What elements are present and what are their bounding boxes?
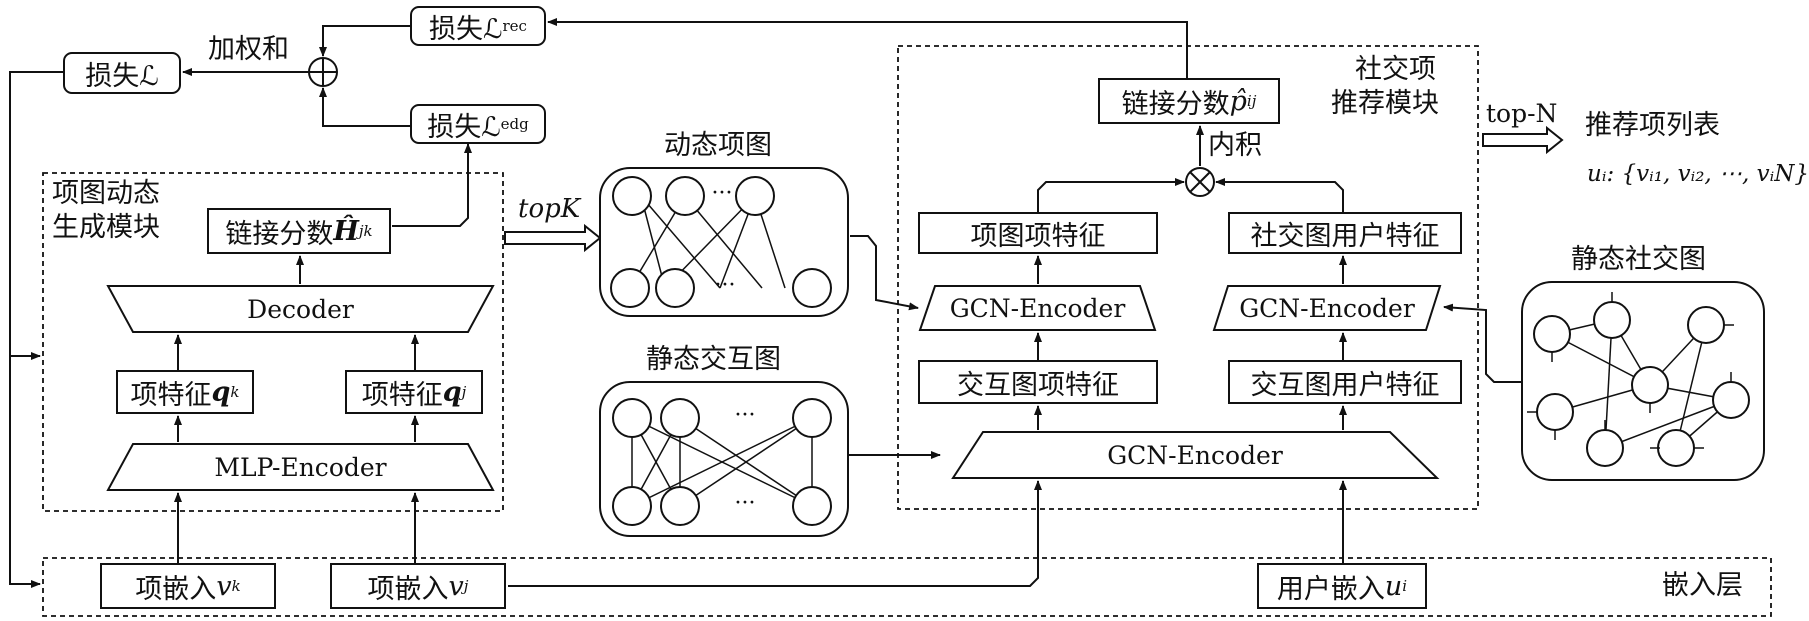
item-embedding-vk-label: 项嵌入 [135,573,217,605]
svg-text:···: ··· [735,403,756,428]
item-embedding-vj-symbol: v [448,570,464,602]
item-feature-qk-sub: k [230,383,240,401]
gcn-encoder-left-shape [918,285,1157,331]
loss-edg-sub: edg [500,115,529,133]
interaction-user-feature-box: 交互图用户特征 [1228,360,1462,404]
arrow-lrec-to-sum [319,25,410,57]
loss-rec-sub: rec [502,17,527,35]
topn-double-arrow [1482,125,1564,155]
item-feature-qj-symbol: q [442,376,462,408]
static-interaction-graph-title: 静态交互图 [646,344,781,375]
embedding-layer-label: 嵌入层 [1662,570,1743,601]
item-graph-module-region [42,172,504,512]
item-graph-item-feature-box: 项图项特征 [918,212,1158,254]
decoder-label: Decoder [247,294,354,324]
mlp-encoder-shape [106,443,495,491]
dynamic-item-graph [599,167,849,317]
gcn-encoder-right-shape [1212,285,1442,331]
link-score-hjk-label: 链接分数 [225,218,334,250]
static-social-graph-title: 静态社交图 [1571,244,1706,275]
item-graph-module-title-line2: 生成模块 [52,212,160,243]
link-score-pij-label: 链接分数 [1121,88,1230,120]
interaction-user-feature-label: 交互图用户特征 [1250,369,1440,401]
recommend-list-formula: uᵢ: {vᵢ₁, vᵢ₂, ⋯, vᵢN} [1587,161,1809,187]
arrow-pij-to-lrec [547,18,1188,78]
recommend-list-title: 推荐项列表 [1585,110,1720,141]
static-social-graph [1521,281,1765,481]
item-embedding-vk-sub: k [231,577,241,595]
decoder-shape [106,285,495,333]
item-graph-module-title-line1: 项图动态 [52,178,160,209]
topk-double-arrow [504,223,602,253]
inner-product-label: 内积 [1208,130,1262,161]
inner-product-operator-icon [1185,167,1215,197]
link-score-hjk-symbol: Ĥ [333,215,359,247]
link-score-hjk-sub: jk [358,222,373,240]
item-embedding-vj-sub: j [463,577,469,595]
user-embedding-ui-symbol: u [1384,570,1403,602]
interaction-item-feature-box: 交互图项特征 [918,360,1158,404]
item-embedding-vj-label: 项嵌入 [367,573,449,605]
svg-text:···: ··· [715,273,736,298]
svg-text:···: ··· [712,181,733,206]
embedding-layer-region [42,557,1772,617]
sum-operator-icon [308,57,338,87]
loss-rec-label: 损失ℒ [429,13,503,45]
arrow-hjk-to-ledg [392,143,472,227]
arrow-ledg-to-sum [319,87,410,127]
topn-label: top-N [1486,98,1557,130]
user-embedding-ui-label: 用户嵌入 [1276,573,1385,605]
gcn-encoder-left-label: GCN-Encoder [949,293,1126,323]
weighted-sum-label: 加权和 [208,34,289,65]
item-feature-qk-label: 项特征 [130,379,212,411]
item-graph-item-feature-label: 项图项特征 [970,220,1106,252]
item-feature-qj-label: 项特征 [361,379,443,411]
item-feature-qj-sub: j [461,383,467,401]
item-embedding-vk-symbol: v [216,570,232,602]
item-feature-qk-symbol: q [211,376,231,408]
social-graph-user-feature-box: 社交图用户特征 [1228,212,1462,254]
topk-label: topK [518,194,581,224]
link-score-pij-symbol: p̂ [1229,85,1247,117]
gcn-encoder-right-label: GCN-Encoder [1239,293,1415,323]
static-interaction-graph [599,381,849,537]
loss-edg-label: 损失ℒ [427,111,501,143]
dynamic-item-graph-title: 动态项图 [664,130,772,161]
mlp-encoder-label: MLP-Encoder [214,452,387,482]
social-module-title-line1: 社交项 [1355,54,1436,85]
gcn-encoder-bottom-label: GCN-Encoder [1107,440,1283,470]
topn-label-text: top-N [1486,99,1558,128]
link-score-pij-sub: ij [1246,92,1257,110]
social-module-title-line2: 推荐模块 [1331,88,1439,119]
interaction-item-feature-label: 交互图项特征 [957,369,1119,401]
social-graph-user-feature-label: 社交图用户特征 [1250,220,1440,252]
line-loss-feedback [9,71,63,588]
gcn-encoder-bottom-shape [951,431,1440,479]
loss-total-box: 损失ℒ [63,52,181,94]
loss-total-label: 损失ℒ [85,60,159,92]
user-embedding-ui-sub: i [1402,577,1408,595]
svg-text:···: ··· [735,491,756,516]
